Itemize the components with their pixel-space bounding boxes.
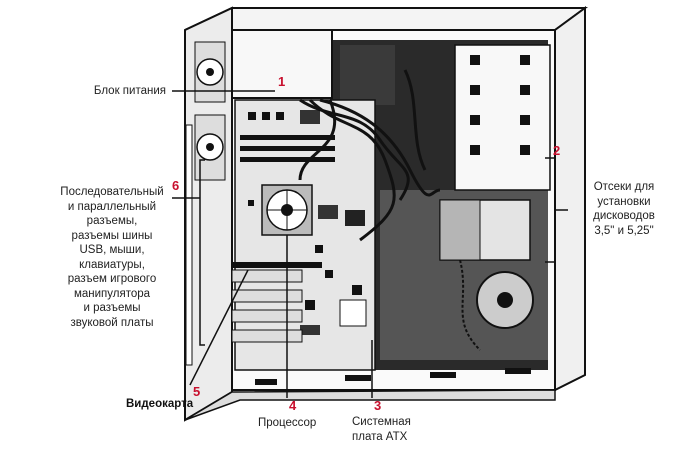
label-line: Отсеки для bbox=[593, 181, 655, 193]
label-line: Системная bbox=[352, 416, 411, 428]
expansion-cards bbox=[231, 262, 322, 343]
label-line: дисководов bbox=[593, 210, 655, 222]
label-ports-number: 6 bbox=[172, 178, 180, 193]
label-psu-number: 1 bbox=[278, 74, 286, 89]
label-line: плата ATX bbox=[352, 430, 408, 443]
foot bbox=[345, 375, 371, 381]
label-video-card: Видеокарта bbox=[126, 398, 194, 410]
power-cables bbox=[298, 69, 441, 242]
label-line: Последовательный bbox=[60, 186, 164, 198]
side-fan-top bbox=[194, 41, 226, 103]
leader-lines bbox=[172, 90, 568, 398]
label-ports: Последовательный и параллельный разъемы,… bbox=[48, 185, 176, 330]
sata-cable bbox=[459, 259, 481, 351]
label-line: разъемы шины bbox=[71, 229, 153, 242]
label-line: манипулятора bbox=[73, 287, 151, 300]
label-cpu-number: 4 bbox=[289, 398, 297, 413]
label-line: и параллельный bbox=[67, 200, 157, 213]
case-top bbox=[184, 7, 589, 31]
label-line: разъем игрового bbox=[67, 273, 157, 285]
drive-bays bbox=[439, 44, 551, 261]
label-motherboard: Системная плата ATX bbox=[352, 415, 442, 444]
foot bbox=[505, 368, 531, 374]
foot bbox=[430, 372, 456, 378]
cpu-cooler bbox=[261, 184, 313, 236]
io-shield-strip bbox=[185, 124, 193, 366]
label-drive-bays-number: 2 bbox=[553, 143, 561, 158]
label-cpu: Процессор bbox=[258, 417, 317, 429]
leader-video-card bbox=[189, 269, 249, 386]
case-front-bezel bbox=[554, 6, 586, 392]
bracket-ports bbox=[199, 159, 205, 346]
label-drive-bays: Отсеки для установки дисководов 3,5" и 5… bbox=[570, 180, 678, 238]
label-motherboard-number: 3 bbox=[374, 398, 382, 413]
label-line: и разъемы bbox=[83, 302, 141, 314]
foot bbox=[255, 379, 277, 385]
front-fan bbox=[476, 271, 534, 329]
label-line: разъемы, bbox=[86, 215, 138, 227]
label-line: USB, мыши, bbox=[79, 244, 145, 256]
power-supply-unit bbox=[231, 29, 395, 105]
case-bottom bbox=[184, 389, 556, 421]
label-line: установки bbox=[597, 195, 651, 208]
label-line: звуковой платы bbox=[70, 316, 154, 329]
label-line: 3,5" и 5,25" bbox=[594, 224, 654, 237]
label-line: клавиатуры, bbox=[79, 258, 145, 271]
label-psu: Блок питания bbox=[93, 85, 166, 97]
label-video-card-number: 5 bbox=[193, 384, 201, 399]
